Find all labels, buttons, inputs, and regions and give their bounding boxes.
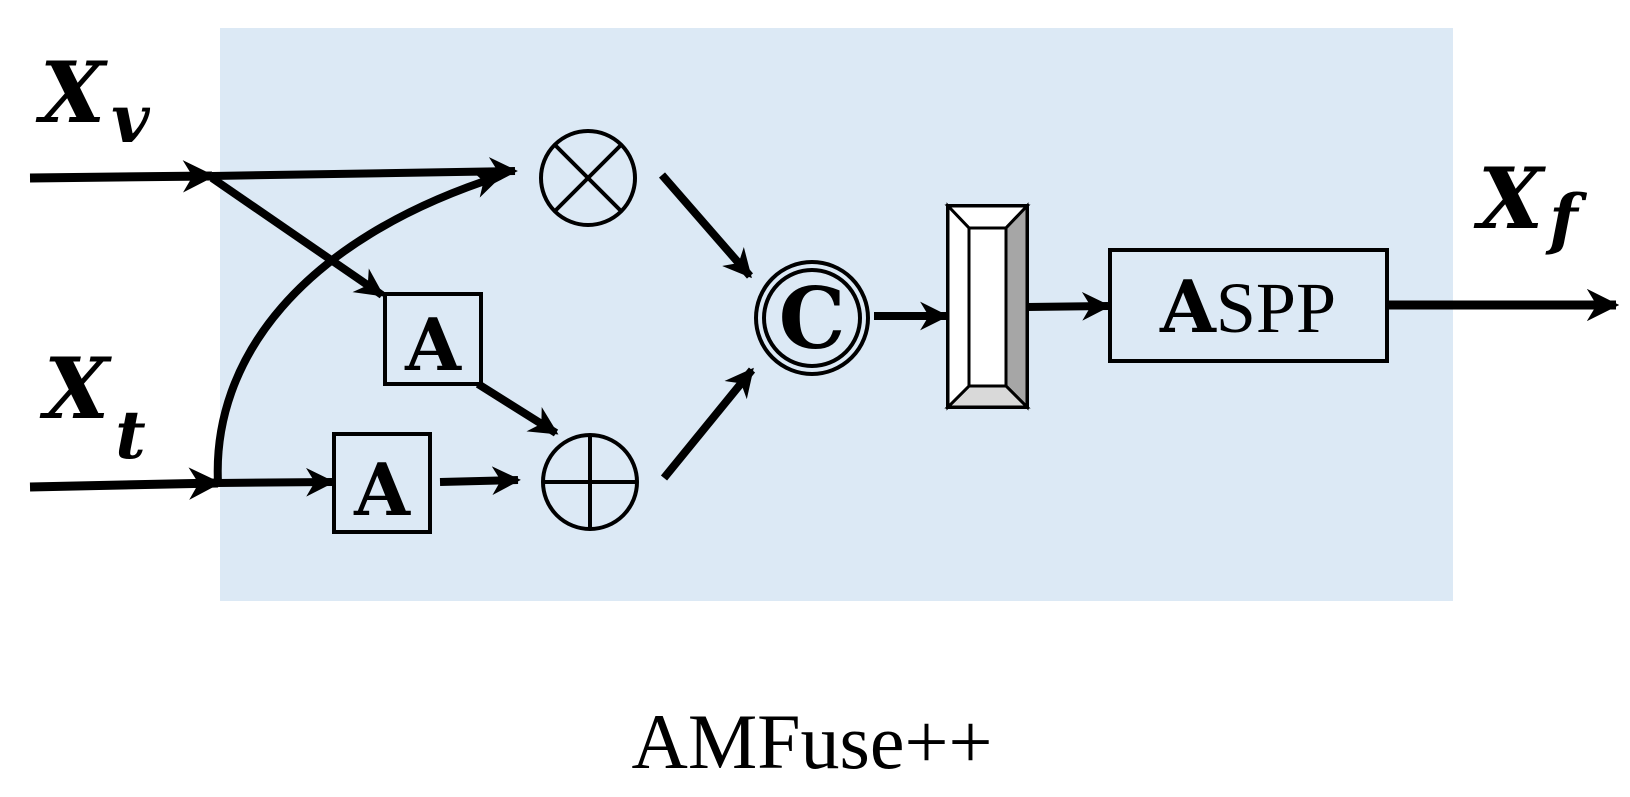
input-label-thermal: Xt <box>39 339 146 474</box>
concat-operator-icon <box>754 260 870 376</box>
thermal-to-multiply-curve <box>213 170 503 484</box>
conv-layer-block <box>944 202 1031 411</box>
attention-block-bottom <box>332 432 432 534</box>
input-label-visible: Xv <box>35 43 150 158</box>
multiply-operator-icon <box>539 129 637 227</box>
multiply-to-concat-arrow <box>658 172 754 279</box>
add-to-concat-arrow <box>660 367 756 481</box>
attention-block-top <box>383 292 483 386</box>
conv-to-aspp-arrow <box>1026 291 1111 321</box>
attention-bottom-to-add-arrow <box>439 466 521 496</box>
add-operator-icon <box>541 433 639 531</box>
concat-operator-label: C <box>779 269 846 368</box>
attention-top-to-add-arrow <box>475 380 559 437</box>
thermal-input-line <box>29 467 222 500</box>
attention-block-top-label: A <box>404 302 462 387</box>
figure-caption: AMFuse++ <box>631 698 992 785</box>
thermal-to-attention-arrow <box>217 467 335 497</box>
output-label-fused: Xf <box>1473 149 1587 258</box>
attention-block-bottom-label: A <box>353 447 411 532</box>
visible-to-multiply-arrow <box>211 157 518 186</box>
fusion-module-panel <box>220 28 1453 601</box>
visible-to-attention-arrow <box>209 174 385 299</box>
visible-input-line <box>29 160 216 193</box>
aspp-block-label: ASPP <box>1159 264 1336 349</box>
